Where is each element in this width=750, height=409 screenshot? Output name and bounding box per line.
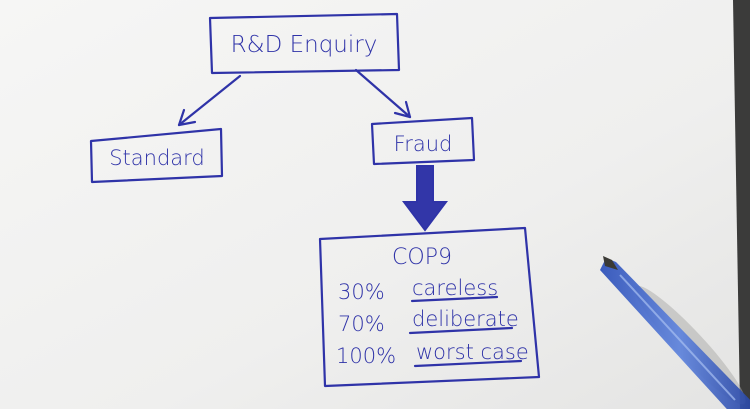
thick-arrow-to-cop9 (402, 165, 448, 232)
root-node: R&D Enquiry (208, 12, 401, 75)
cop9-line-3-label: worst case (416, 340, 529, 364)
standard-node-label: Standard (109, 146, 205, 170)
cop9-line-2-label: deliberate (412, 307, 519, 331)
arrow-to-fraud (354, 68, 412, 119)
root-node-label: R&D Enquiry (231, 32, 378, 58)
cop9-node: COP9 30% careless 70% deliberate 100% wo… (318, 226, 541, 388)
cop9-title: COP9 (392, 245, 452, 270)
fraud-node: Fraud (370, 116, 476, 166)
fraud-node-label: Fraud (394, 132, 453, 156)
cop9-line-1-label: careless (412, 276, 498, 300)
cop9-line-1-percent: 30% (338, 280, 385, 304)
cop9-line-2-percent: 70% (338, 312, 385, 336)
arrow-to-standard (177, 74, 242, 127)
cop9-line-3-percent: 100% (336, 344, 396, 368)
standard-node: Standard (89, 127, 224, 184)
ballpoint-pen (600, 256, 750, 409)
